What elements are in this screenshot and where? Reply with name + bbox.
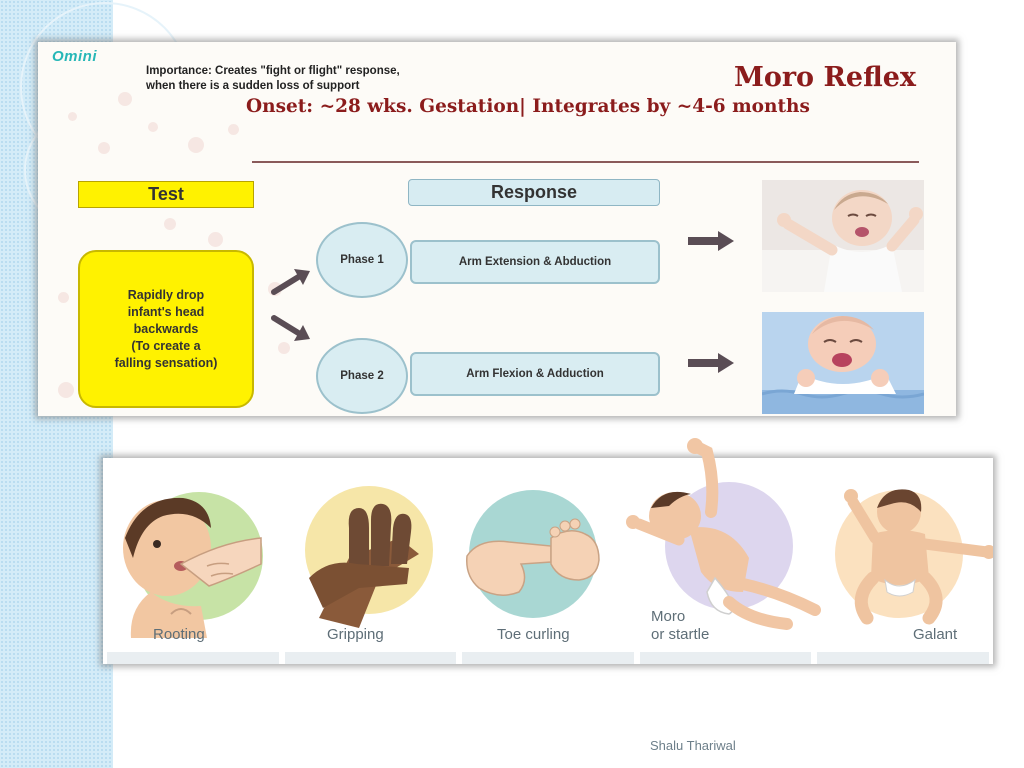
reflex-label: Rooting [153,626,205,643]
importance-text: Importance: Creates "fight or flight" re… [146,64,506,94]
decorative-dot [188,137,204,153]
reflexes-footer [103,652,993,664]
reflex-rooting: Rooting [111,458,279,664]
decorative-dot [148,122,158,132]
arrow-down-right-icon [271,315,310,341]
footer-segment [817,652,989,664]
footer-segment [462,652,634,664]
decorative-dot [164,218,176,230]
reflex-moro-startle: Moro or startle [619,438,821,664]
response-heading: Response [408,179,660,206]
divider [252,161,919,163]
gripping-reflex-illustration-icon [305,486,433,628]
moro-startle-illustration-icon [626,438,821,630]
test-description: Rapidly drop infant's head backwards (To… [78,250,254,408]
brand-logo: Omini [52,48,98,65]
phase-1-response: Arm Extension & Abduction [410,240,660,284]
reflex-toe-curling: Toe curling [459,458,609,664]
importance-line: when there is a sudden loss of support [146,80,360,92]
test-line: infant's head [127,304,205,319]
arrow-up-right-icon [271,269,310,295]
reflex-label-line: or startle [651,626,710,643]
reflex-label-line: Moro [651,608,686,625]
author-credit: Shalu Thariwal [650,738,736,753]
footer-segment [284,652,457,664]
slide-title: Moro Reflex [733,62,916,93]
reflex-label: Moro or startle [651,608,709,644]
test-heading: Test [78,181,254,208]
moro-reflex-panel: Omini Importance: Creates "fight or flig… [38,42,956,416]
decorative-dot [228,124,239,135]
reflex-label: Toe curling [497,626,570,643]
galant-reflex-illustration-icon [835,489,993,625]
test-line: (To create a [131,338,201,353]
decorative-dot [58,382,74,398]
test-line: Rapidly drop [127,287,205,302]
decorative-dot [58,292,69,303]
reflex-gripping: Gripping [289,458,439,664]
onset-text: Onset: ~28 wks. Gestation| Integrates by… [246,96,810,117]
decorative-dot [68,112,77,121]
decorative-dot [98,142,110,154]
rooting-reflex-illustration-icon [123,492,263,638]
crying-baby-arms-flexed-photo [762,312,924,414]
phase-2-response: Arm Flexion & Adduction [410,352,660,396]
importance-line: Importance: Creates "fight or flight" re… [146,65,400,77]
reflex-label: Galant [913,626,958,643]
decorative-dot [208,232,223,247]
decorative-dot [118,92,132,106]
decorative-dot [278,342,290,354]
arrow-right-icon [688,353,734,373]
arrow-right-icon [688,231,734,251]
reflexes-panel: Rooting Gripping Toe curling [103,438,993,664]
footer-segment [107,652,279,664]
phase-1-circle: Phase 1 [316,222,408,298]
phase-2-circle: Phase 2 [316,338,408,414]
test-line: falling sensation) [114,355,218,370]
test-line: backwards [133,321,199,336]
reflex-label: Gripping [327,626,384,643]
toe-curling-reflex-illustration-icon [466,490,600,618]
crying-baby-arms-extended-photo [762,180,924,292]
footer-segment [639,652,812,664]
reflex-galant: Galant [833,458,993,664]
